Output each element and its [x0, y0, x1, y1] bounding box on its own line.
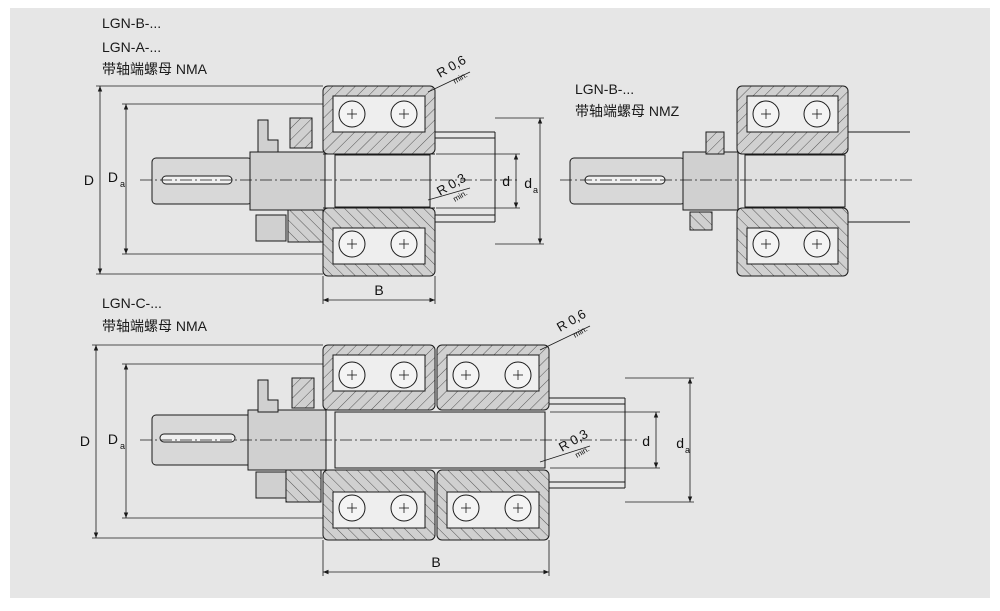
nut-label-nma-top: 带轴端螺母 NMA [102, 61, 207, 77]
variant-label-lgn-b: LGN-B-... [102, 15, 162, 31]
dim-B: B [374, 282, 383, 298]
variant-label-lgn-b-right: LGN-B-... [575, 81, 635, 97]
variant-label-lgn-c: LGN-C-... [102, 295, 162, 311]
dim-Da: D [108, 169, 118, 185]
nut-label-nmz: 带轴端螺母 NMZ [575, 103, 680, 119]
bottom-dimension-lines [92, 325, 694, 576]
dim-d-bottom: d [642, 433, 650, 449]
variant-label-lgn-a: LGN-A-... [102, 39, 162, 55]
dim-D-bottom: D [80, 433, 90, 449]
dim-D: D [84, 172, 94, 188]
dim-B-bottom: B [431, 554, 440, 570]
top-left-dimension-lines [96, 71, 544, 304]
dim-Da-bottom: D [108, 431, 118, 447]
nut-label-nma-bottom: 带轴端螺母 NMA [102, 318, 207, 334]
dim-da: d [524, 175, 532, 191]
dim-Da-sub: a [120, 179, 125, 189]
dim-da-sub-bottom: a [685, 445, 690, 455]
dim-da-bottom: d [676, 435, 684, 451]
dim-Da-sub-bottom: a [120, 441, 125, 451]
dim-da-sub: a [533, 185, 538, 195]
dim-d: d [502, 173, 510, 189]
